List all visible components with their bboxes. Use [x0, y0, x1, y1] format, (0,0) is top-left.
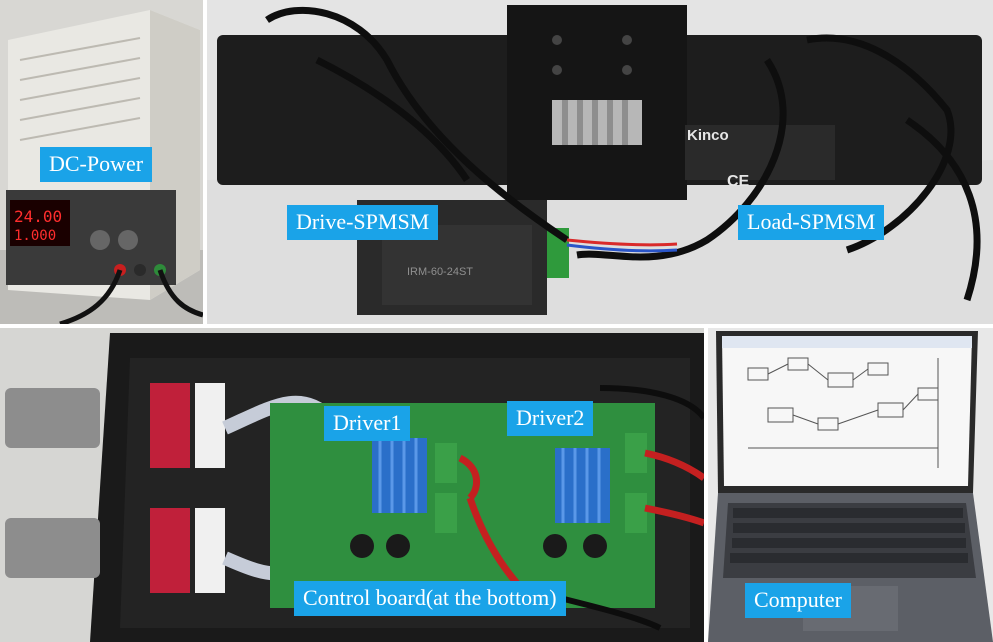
- photo-computer: Computer: [708, 328, 993, 642]
- photo-dc-power: 24.00 1.000 DC-Power: [0, 0, 203, 324]
- label-dc-power: DC-Power: [40, 147, 153, 182]
- label-control-board: Control board(at the bottom): [294, 581, 566, 616]
- photo-motor-bench: Kinco CE IRM-60-24ST Drive-SPMSM Load-SP…: [207, 0, 993, 324]
- ce-mark-text: CE: [727, 173, 750, 190]
- label-drive-spmsm: Drive-SPMSM: [287, 205, 439, 240]
- psu-model-text: IRM-60-24ST: [407, 266, 473, 278]
- motor-brand-text: Kinco: [687, 127, 729, 144]
- motor-bench-illustration: Kinco CE IRM-60-24ST: [207, 0, 993, 324]
- voltage-readout: 24.00: [14, 207, 62, 226]
- label-driver1: Driver1: [324, 406, 411, 441]
- photo-driver-boards: Driver1 Driver2 Control board(at the bot…: [0, 328, 704, 642]
- computer-illustration: [708, 328, 993, 642]
- label-driver2: Driver2: [507, 401, 594, 436]
- current-readout: 1.000: [14, 228, 56, 244]
- label-computer: Computer: [745, 583, 851, 618]
- label-load-spmsm: Load-SPMSM: [738, 205, 885, 240]
